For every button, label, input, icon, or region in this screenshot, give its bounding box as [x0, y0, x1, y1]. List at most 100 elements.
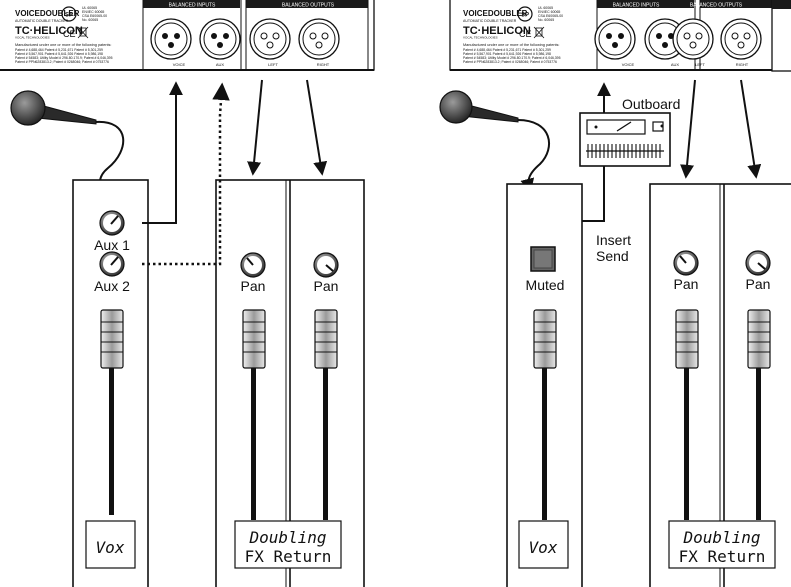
svg-text:SP: SP	[521, 13, 529, 19]
left-xlr-jack-left-icon	[249, 18, 291, 60]
muted-vox-fader-icon[interactable]	[533, 309, 557, 520]
aux2-label: Aux 2	[94, 278, 130, 294]
right-right-output-cable	[740, 79, 762, 179]
aux2-send-cable	[142, 82, 230, 266]
vox-channel-strip: Aux 1 Aux 2 Vox	[72, 179, 149, 587]
left-ce-mark: CE	[63, 29, 76, 39]
left-voicedoubler-unit: SP UL 60065 EN/IEC 60065 CSA E60065-00 N…	[0, 0, 375, 71]
right-left-output-cable	[680, 79, 696, 179]
outboard-processor-icon	[579, 112, 671, 167]
right-sub-line: AUTOMATIC DOUBLE TRACKER	[463, 19, 517, 23]
right-microphone-icon	[439, 90, 550, 193]
left-patent-line-1: Patent # 4,688,464 Patent # 5,231,671 Pa…	[15, 48, 103, 52]
left-jack-label-aux: AUX	[216, 62, 225, 67]
right-vox-scribble-strip	[518, 520, 569, 569]
right-inputs-header: BALANCED INPUTS	[613, 3, 660, 9]
left-doubling-label-2: FX Return	[245, 547, 332, 566]
left-doubling-label-1: Doubling	[248, 528, 326, 547]
insert-label-1: Insert	[596, 232, 631, 248]
right-output-cable	[306, 79, 328, 176]
vox-fader-icon[interactable]	[100, 309, 124, 515]
right-left-doubling-fader-icon[interactable]	[675, 309, 699, 520]
right-outputs-header: BALANCED OUTPUTS	[690, 3, 743, 9]
left-doubling-fader-icon[interactable]	[242, 309, 266, 520]
right-doubling-fader-icon[interactable]	[314, 309, 338, 520]
right-brand-line: VOICEDOUBLER	[463, 9, 528, 18]
right-cert-logo-icon: SP	[517, 6, 533, 22]
left-jack-label-voice: VOICE	[173, 62, 186, 67]
right-patent-line-4: Patent # PPN6283813.2; Patent # 0268046;…	[463, 60, 557, 64]
muted-label: Muted	[526, 277, 565, 293]
right-jack-label-voice: VOICE	[622, 62, 635, 67]
right-xlr-jack-voice-icon	[594, 18, 636, 60]
insert-label-2: Send	[596, 248, 629, 264]
right-doubling-channels: Pan Pan	[649, 183, 791, 587]
mute-button-face	[533, 249, 553, 269]
left-sub-line: AUTOMATIC DOUBLE TRACKER	[15, 19, 69, 23]
left-cert-logo-icon: SP	[61, 6, 77, 22]
left-doubling-scribble-strip	[234, 520, 342, 569]
right-jack-label-right: RIGHT	[736, 62, 749, 67]
right-patent-line-2: Patent # 5,567,901 Patent # 5,641,926 Pa…	[463, 52, 551, 56]
vox-label: Vox	[96, 538, 125, 557]
right-patent-line-1: Patent # 4,688,464 Patent # 5,231,671 Pa…	[463, 48, 551, 52]
right-ce-mark: CE	[519, 29, 532, 39]
aux1-knob-icon[interactable]	[99, 210, 125, 236]
left-output-cable	[247, 79, 263, 176]
right-logo-sub: VOCAL TECHNOLOGIES	[463, 36, 498, 40]
right-xlr-jack-right-icon	[720, 18, 762, 60]
outboard-label: Outboard	[622, 96, 680, 112]
right-right-doubling-fader-icon[interactable]	[747, 309, 771, 520]
right-pan-label: Pan	[314, 278, 339, 294]
insert-send-cable	[582, 166, 605, 222]
right-left-pan-label: Pan	[674, 276, 699, 292]
aux1-send-cable	[142, 81, 183, 224]
vox-scribble-strip	[85, 520, 136, 569]
right-cert-text-1: UL 60065	[538, 6, 553, 10]
right-voicedoubler-unit: SP UL 60065 EN/IEC 60065 CSA E60065-00 N…	[449, 0, 791, 72]
left-patent-line-3: Patent # 54583; Utility Model # 296.80.1…	[15, 56, 113, 60]
right-right-pan-knob-icon[interactable]	[745, 250, 771, 276]
right-patent-intro: Manufactured under one or more of the fo…	[463, 43, 559, 47]
right-right-pan-label: Pan	[746, 276, 771, 292]
svg-text:SP: SP	[65, 13, 73, 19]
aux2-knob-icon[interactable]	[99, 251, 125, 277]
left-brand-line: VOICEDOUBLER	[15, 9, 80, 18]
right-doubling-label-1: Doubling	[682, 528, 760, 547]
left-patent-line-4: Patent # PPN6283813.2; Patent # 0268046;…	[15, 60, 109, 64]
left-xlr-jack-aux-icon	[199, 18, 241, 60]
left-cert-text-4: No. 60065	[82, 18, 98, 22]
left-pan-label: Pan	[241, 278, 266, 294]
left-weee-icon	[77, 26, 89, 39]
left-patent-line-2: Patent # 5,567,901 Patent # 5,641,926 Pa…	[15, 52, 103, 56]
right-jack-label-aux: AUX	[671, 62, 680, 67]
left-microphone-icon	[10, 90, 125, 199]
left-patent-intro: Manufactured under one or more of the fo…	[15, 43, 111, 47]
right-doubling-scribble-strip	[668, 520, 776, 569]
left-pan-knob-icon[interactable]	[240, 252, 266, 278]
left-jack-label-left: LEFT	[268, 62, 278, 67]
left-cert-text-2: EN/IEC 60065	[82, 10, 104, 14]
right-mixer: Muted Vox Pan	[506, 79, 791, 587]
right-jack-label-left: LEFT	[695, 62, 705, 67]
right-vox-label: Vox	[529, 538, 558, 557]
left-logo-sub: VOCAL TECHNOLOGIES	[15, 36, 50, 40]
right-patent-line-3: Patent # 54583; Utility Model # 296.80.1…	[463, 56, 561, 60]
left-mixer: Aux 1 Aux 2 Vox	[72, 79, 365, 587]
left-xlr-jack-right-icon	[298, 18, 340, 60]
right-doubling-label-2: FX Return	[679, 547, 766, 566]
left-cert-text-3: CSA E60065-00	[82, 14, 107, 18]
left-inputs-header: BALANCED INPUTS	[169, 3, 216, 9]
right-pan-knob-icon[interactable]	[313, 252, 339, 278]
left-cert-text-1: UL 60065	[82, 6, 97, 10]
right-cert-text-2: EN/IEC 60065	[538, 10, 560, 14]
right-left-pan-knob-icon[interactable]	[673, 250, 699, 276]
left-outputs-header: BALANCED OUTPUTS	[282, 3, 335, 9]
right-cert-text-3: CSA E60065-00	[538, 14, 563, 18]
right-xlr-jack-left-icon	[672, 18, 714, 60]
left-logo: TC·HELICON	[15, 25, 83, 37]
right-logo: TC·HELICON	[463, 25, 531, 37]
aux1-label: Aux 1	[94, 237, 130, 253]
right-cert-text-4: No. 60065	[538, 18, 554, 22]
right-weee-icon	[533, 26, 545, 39]
